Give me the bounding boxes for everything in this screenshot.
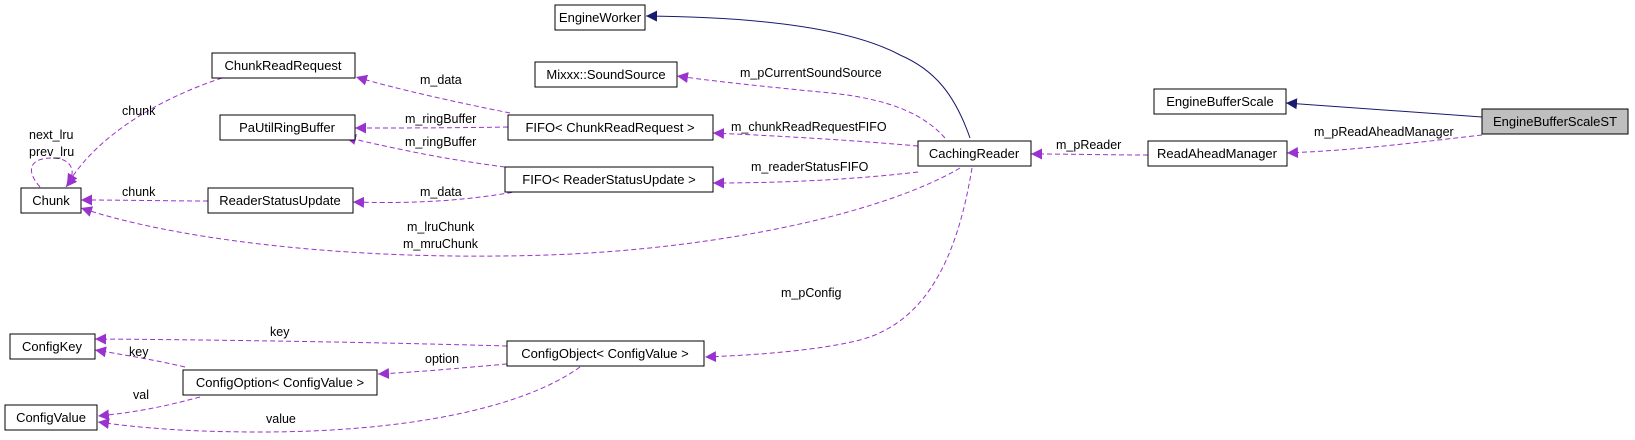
- edge-caching-reader-to-fifo-status: [712, 171, 919, 189]
- edge-caching-reader-to-fifo-request: [712, 127, 919, 147]
- label-m-chunk-read-request-fifo: m_chunkReadRequestFIFO: [731, 120, 887, 134]
- node-fifo-chunk-read-request-label: FIFO< ChunkReadRequest >: [525, 120, 694, 135]
- label-chunk-from-status: chunk: [122, 185, 156, 199]
- label-m-reader-status-fifo: m_readerStatusFIFO: [751, 160, 869, 174]
- edges: [30, 10, 1483, 433]
- node-config-key-label: ConfigKey: [22, 339, 82, 354]
- edge-config-object-to-config-value: [97, 366, 581, 433]
- edge-fifo-request-to-chunk-read-request: [355, 74, 511, 114]
- edge-fifo-request-to-ring-buffer: [354, 122, 509, 134]
- node-fifo-reader-status-update-label: FIFO< ReaderStatusUpdate >: [522, 172, 695, 187]
- edge-chunk-read-request-to-chunk: [66, 77, 223, 186]
- node-config-value[interactable]: ConfigValue: [4, 404, 98, 431]
- node-engine-buffer-scale[interactable]: EngineBufferScale: [1153, 88, 1287, 115]
- node-engine-buffer-scale-st-label: EngineBufferScaleST: [1493, 114, 1617, 129]
- edge-engine-buffer-scale-st-to-read-ahead-manager: [1286, 134, 1483, 159]
- node-pa-util-ring-buffer-label: PaUtilRingBuffer: [239, 120, 336, 135]
- node-engine-worker[interactable]: EngineWorker: [554, 4, 646, 31]
- label-next-lru: next_lru: [29, 128, 74, 142]
- edge-config-option-to-config-value: [97, 396, 201, 421]
- label-m-p-current-sound-source: m_pCurrentSoundSource: [740, 66, 882, 80]
- label-m-ring-buffer-2: m_ringBuffer: [405, 135, 476, 149]
- node-reader-status-update[interactable]: ReaderStatusUpdate: [207, 187, 354, 214]
- node-pa-util-ring-buffer[interactable]: PaUtilRingBuffer: [219, 114, 356, 141]
- label-value: value: [266, 412, 296, 426]
- node-read-ahead-manager-label: ReadAheadManager: [1157, 146, 1278, 161]
- edge-caching-reader-to-sound-source: [676, 72, 946, 139]
- edge-config-object-to-config-key: [94, 333, 508, 347]
- node-config-object-label: ConfigObject< ConfigValue >: [521, 346, 688, 361]
- node-config-option-label: ConfigOption< ConfigValue >: [196, 375, 364, 390]
- edge-reader-status-update-to-chunk: [80, 194, 209, 206]
- node-engine-buffer-scale-label: EngineBufferScale: [1166, 94, 1273, 109]
- node-caching-reader-label: CachingReader: [929, 146, 1020, 161]
- label-m-ring-buffer-1: m_ringBuffer: [405, 112, 476, 126]
- node-engine-buffer-scale-st[interactable]: EngineBufferScaleST: [1481, 108, 1629, 135]
- label-key-option: key: [129, 345, 149, 359]
- node-mixxx-sound-source[interactable]: Mixxx::SoundSource: [534, 61, 678, 88]
- label-prev-lru: prev_lru: [29, 145, 74, 159]
- node-reader-status-update-label: ReaderStatusUpdate: [219, 193, 340, 208]
- label-m-data-status: m_data: [420, 185, 462, 199]
- label-m-p-reader: m_pReader: [1056, 138, 1121, 152]
- label-option: option: [425, 352, 459, 366]
- label-m-p-read-ahead-manager: m_pReadAheadManager: [1314, 125, 1454, 139]
- node-chunk-label: Chunk: [32, 193, 70, 208]
- edge-fifo-status-to-ring-buffer: [344, 134, 506, 168]
- node-fifo-reader-status-update[interactable]: FIFO< ReaderStatusUpdate >: [504, 166, 714, 193]
- node-chunk-read-request-label: ChunkReadRequest: [224, 58, 341, 73]
- edge-chunk-self-loop: [30, 157, 78, 188]
- label-val: val: [133, 388, 149, 402]
- node-engine-worker-label: EngineWorker: [559, 10, 642, 25]
- node-chunk-read-request[interactable]: ChunkReadRequest: [211, 52, 356, 79]
- edge-config-option-to-config-key: [94, 346, 186, 368]
- label-m-lru-chunk: m_lruChunk: [407, 220, 475, 234]
- edge-config-object-to-config-option: [377, 363, 508, 379]
- edge-fifo-status-to-reader-status-update: [352, 190, 521, 208]
- edge-engine-buffer-scale-st-inherits-engine-buffer-scale: [1285, 98, 1483, 118]
- label-chunk-from-request: chunk: [122, 104, 156, 118]
- nodes: EngineWorker ChunkReadRequest Mixxx::Sou…: [4, 4, 1629, 431]
- edge-read-ahead-manager-to-caching-reader: [1030, 148, 1149, 160]
- node-caching-reader[interactable]: CachingReader: [917, 140, 1032, 167]
- edge-labels: chunk next_lru prev_lru m_data m_ringBuf…: [29, 66, 1454, 426]
- label-m-data-request: m_data: [420, 73, 462, 87]
- node-config-object[interactable]: ConfigObject< ConfigValue >: [506, 340, 705, 367]
- node-fifo-chunk-read-request[interactable]: FIFO< ChunkReadRequest >: [507, 114, 714, 141]
- edge-caching-reader-to-config-object: [704, 167, 973, 363]
- label-key-object: key: [270, 325, 290, 339]
- node-config-value-label: ConfigValue: [16, 410, 86, 425]
- label-m-mru-chunk: m_mruChunk: [403, 237, 479, 251]
- node-read-ahead-manager[interactable]: ReadAheadManager: [1147, 140, 1288, 167]
- node-mixxx-sound-source-label: Mixxx::SoundSource: [546, 67, 665, 82]
- label-m-p-config: m_pConfig: [781, 286, 841, 300]
- node-config-option[interactable]: ConfigOption< ConfigValue >: [182, 369, 378, 396]
- node-chunk[interactable]: Chunk: [20, 187, 82, 214]
- edge-caching-reader-inherits-engine-worker: [645, 10, 971, 139]
- edge-caching-reader-to-chunk: [80, 167, 961, 257]
- node-config-key[interactable]: ConfigKey: [9, 333, 96, 360]
